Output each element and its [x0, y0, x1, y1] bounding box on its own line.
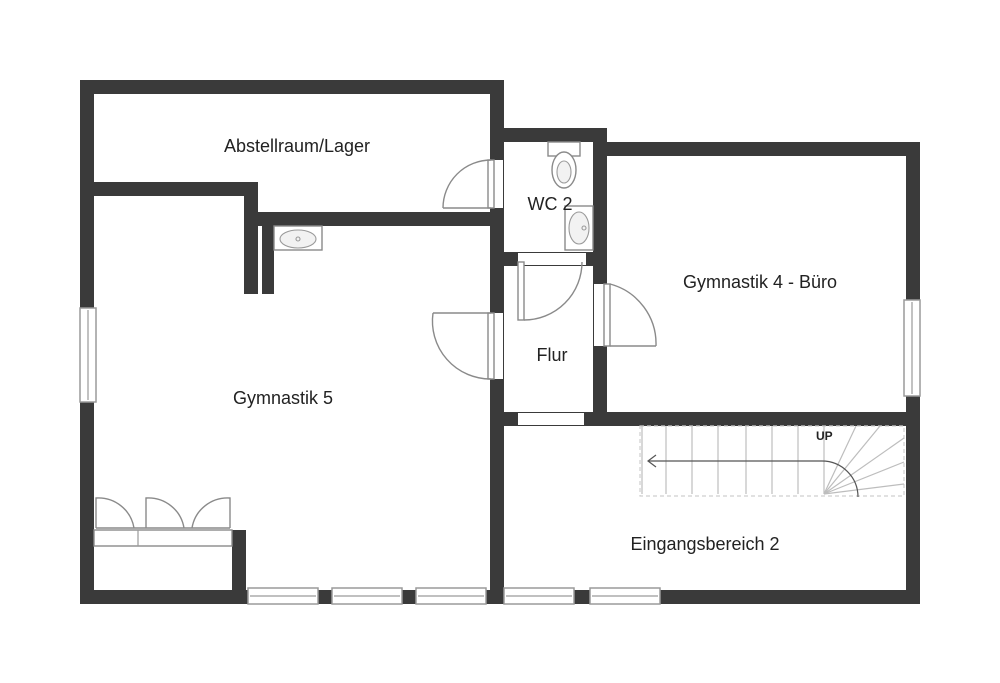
door-gymnastik-5	[431, 312, 495, 380]
door-wc	[517, 261, 583, 321]
window-right	[903, 299, 921, 397]
wall-storage-bottom-left	[80, 182, 258, 196]
wall-gym4-bottom	[497, 412, 920, 426]
wc-sink-icon	[564, 205, 594, 251]
wall-cabinet	[232, 530, 246, 604]
label-eingangsbereich-2: Eingangsbereich 2	[630, 534, 779, 554]
wall-storage-bottom-right	[244, 212, 504, 226]
wall-niche-inner	[262, 226, 274, 294]
window-bottom-2	[331, 587, 403, 605]
windows	[79, 299, 921, 605]
window-bottom-1	[247, 587, 319, 605]
window-bottom-5	[589, 587, 661, 605]
window-bottom-3	[415, 587, 487, 605]
staircase: UP	[639, 425, 905, 498]
label-abstellraum: Abstellraum/Lager	[224, 136, 370, 156]
wall-niche	[244, 182, 258, 294]
label-gymnastik-5: Gymnastik 5	[233, 388, 333, 408]
label-flur: Flur	[537, 345, 568, 365]
doors	[431, 159, 657, 380]
sink-gymnastik-5	[273, 225, 323, 251]
label-gymnastik-4: Gymnastik 4 - Büro	[683, 272, 837, 292]
wall-wc-top	[497, 128, 607, 142]
sanitary	[273, 141, 594, 251]
room-labels: Abstellraum/Lager WC 2 Gymnastik 4 - Bür…	[224, 136, 837, 554]
label-wc-2: WC 2	[528, 194, 573, 214]
cabinet	[93, 497, 233, 547]
window-left	[79, 307, 97, 403]
door-gymnastik-4	[603, 283, 657, 347]
door-storage	[442, 159, 495, 209]
wall-gym4-top	[593, 142, 920, 156]
toilet-icon	[547, 141, 581, 189]
window-bottom-4	[503, 587, 575, 605]
stairs-up-label: UP	[816, 429, 833, 443]
wall-outer-top-left	[80, 80, 504, 94]
